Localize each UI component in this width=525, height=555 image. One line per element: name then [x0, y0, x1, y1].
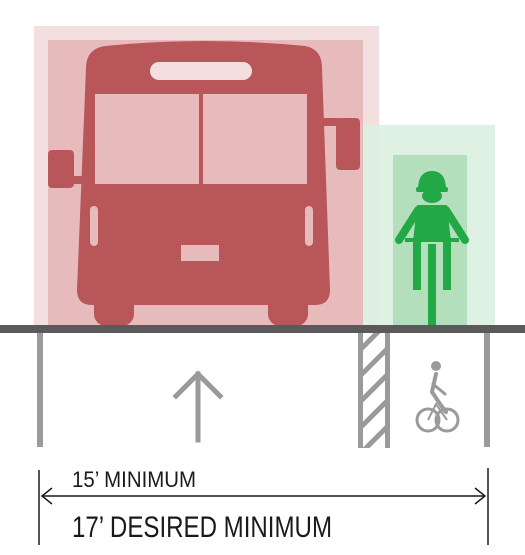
bus-headlight-right	[305, 206, 313, 246]
minimum-width-label: 15’ MINIMUM	[72, 467, 196, 492]
lane-edge-line-right	[484, 333, 490, 447]
bus-windshield-right	[203, 94, 307, 184]
dimension-bracket	[38, 468, 489, 545]
up-arrow-marking-icon	[172, 370, 224, 443]
bus-license-plate	[181, 245, 219, 261]
cyclist-icon	[413, 171, 451, 328]
striped-buffer	[358, 333, 390, 448]
cyclist-arms	[395, 206, 469, 244]
dimension-arrow	[40, 487, 487, 505]
lane-edge-line-left	[37, 333, 43, 447]
bus-windshield-left	[95, 94, 199, 184]
road-surface-line	[0, 325, 525, 333]
desired-width-label: 17’ DESIRED MINIMUM	[72, 511, 332, 544]
bus-destination-sign	[150, 62, 252, 80]
bike-lane-symbol-icon	[415, 361, 460, 433]
bus-headlight-left	[90, 206, 98, 246]
